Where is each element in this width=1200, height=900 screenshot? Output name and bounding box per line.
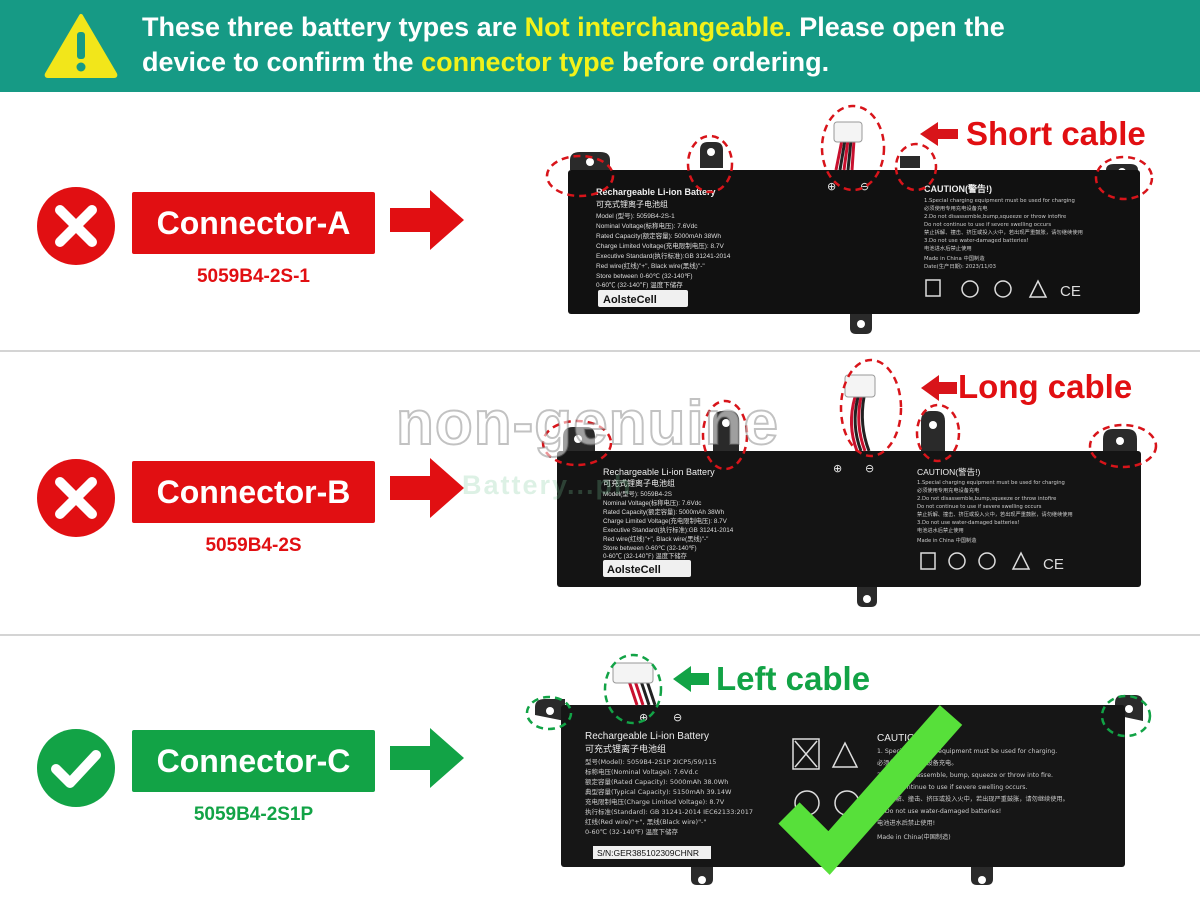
banner-highlight-connector-type: connector type xyxy=(421,47,615,77)
battery-c-image: ⊕ ⊖ Rechargeable Li-ion Battery 可充式锂离子电池… xyxy=(525,653,1152,885)
battery-c-caution-line: 禁止拆解、撞击、挤压或投入火中，若出现严重鼓胀，请勿继续使用。 xyxy=(877,795,1069,803)
battery-b-caution-line: 电池进水后禁止使用 xyxy=(917,526,964,534)
battery-a-spec: Model (型号): 5059B4-2S-1 xyxy=(596,211,675,220)
svg-text:⊖: ⊖ xyxy=(860,180,869,193)
battery-a-caution-line: 2.Do not disassemble,bump,squeeze or thr… xyxy=(924,214,1066,220)
svg-text:⊕: ⊕ xyxy=(827,180,836,193)
battery-b-caution-title: CAUTION(警告!) xyxy=(917,467,980,477)
battery-b-image: ⊕ ⊖ Rechargeable Li-ion Battery 可充式锂离子电池… xyxy=(541,358,1158,607)
battery-c-spec: 红线(Red wire)"+", 黑线(Black wire)"-" xyxy=(585,817,706,826)
battery-c-caution-line: 3. Do not use water-damaged batteries! xyxy=(877,808,1001,815)
battery-a-caution-line: 禁止拆解、撞击、挤压或投入火中，若出现严重鼓胀，请勿继续使用 xyxy=(924,228,1083,236)
connector-b-label: Connector-B xyxy=(132,461,375,523)
left-cable-label: Left cable xyxy=(716,660,871,697)
battery-a-caution-line: 3.Do not use water-damaged batteries! xyxy=(924,238,1029,244)
battery-b-spec: Executive Standard(执行标准):GB 31241-2014 xyxy=(603,525,734,534)
battery-c-title: Rechargeable Li-ion Battery xyxy=(585,731,709,742)
battery-a-caution-title: CAUTION(警告!) xyxy=(924,183,992,194)
connector-b-model: 5059B4-2S xyxy=(205,535,302,556)
battery-b-spec: Store between 0-60℃ (32-140℉) xyxy=(603,545,697,552)
short-cable-label: Short cable xyxy=(966,115,1146,152)
battery-a-certification-icons xyxy=(925,279,1048,298)
battery-b-caution-line: 禁止拆解、撞击、挤压或投入火中，若出现严重鼓胀，请勿继续使用 xyxy=(917,510,1073,518)
battery-a-spec: Red wire(红线)"+", Black wire(黑线)"-" xyxy=(596,261,705,270)
section-divider xyxy=(0,634,1200,636)
battery-a-date: Date(生产日期): 2023/11/03 xyxy=(924,262,996,270)
connector-c-model: 5059B4-2S1P xyxy=(193,804,314,825)
battery-c-serial: S/N:GER38510230​9CHNR xyxy=(597,848,699,858)
battery-a-spec: Rated Capacity(额定容量): 5000mAh 38Wh xyxy=(596,231,721,240)
battery-a-spec: Charge Limited Voltage(充电限制电压): 8.7V xyxy=(596,241,725,250)
battery-b-caution-line: Do not continue to use if severe swellin… xyxy=(917,504,1042,510)
battery-b-certification-icons xyxy=(920,551,1031,570)
battery-b-spec: Red wire(红线)"+", Black wire(黑线)"-" xyxy=(603,534,708,543)
battery-b-spec: Model(型号): 5059B4-2S xyxy=(603,489,672,498)
green-check-icon xyxy=(37,729,115,807)
battery-b-title-cn: 可充式锂离子电池组 xyxy=(603,478,675,488)
battery-c-caution-line: Do not continue to use if severe swellin… xyxy=(877,784,1027,791)
connector-c-label: Connector-C xyxy=(132,730,375,792)
battery-c-caution-line: 电池进水后禁止使用! xyxy=(877,819,935,827)
right-arrow-icon xyxy=(390,728,464,788)
battery-b-spec: Rated Capacity(额定容量): 5000mAh 38Wh xyxy=(603,507,725,516)
battery-c-spec: 额定容量(Rated Capacity): 5000mAh 38.0Wh xyxy=(585,777,728,786)
svg-text:⊖: ⊖ xyxy=(865,462,874,475)
check-mark-icon xyxy=(778,705,963,875)
banner-highlight-not-interchangeable: Not interchangeable. xyxy=(524,12,792,42)
battery-a-caution-line: 电池进水后禁止使用 xyxy=(924,244,972,252)
battery-b-title: Rechargeable Li-ion Battery xyxy=(603,467,715,477)
battery-c-caution-line: 1. Special charging equipment must be us… xyxy=(877,748,1057,755)
battery-b-made-in: Made in China 中国制造 xyxy=(917,536,977,544)
red-x-icon xyxy=(37,187,115,265)
battery-a-spec: Nominal Voltage(标称电压): 7.6Vdc xyxy=(596,221,698,230)
battery-c-spec: 充电限制电压(Charge Limited Voltage): 8.7V xyxy=(585,797,725,806)
battery-b-spec: Charge Limited Voltage(充电限制电压): 8.7V xyxy=(603,516,728,525)
warning-banner: These three battery types are Not interc… xyxy=(0,0,1200,92)
right-arrow-icon xyxy=(390,190,464,250)
battery-c-spec: 典型容量(Typical Capacity): 5150mAh 39.14W xyxy=(585,787,732,796)
right-arrow-icon xyxy=(390,458,464,518)
long-cable-label: Long cable xyxy=(958,368,1133,405)
battery-a-spec: Store between 0-60℃ (32-140℉) xyxy=(596,273,693,280)
section-divider xyxy=(0,350,1200,352)
battery-a-caution-line: Do not continue to use if severe swellin… xyxy=(924,222,1051,228)
battery-b-caution-line: 1.Special charging equipment must be use… xyxy=(917,480,1065,486)
svg-text:⊖: ⊖ xyxy=(673,711,682,724)
watermark: non-genuine xyxy=(395,388,779,459)
battery-b-caution-line: 2.Do not disassemble,bump,squeeze or thr… xyxy=(917,496,1056,502)
battery-b-spec: 0-60℃ (32-140℉) 温度下储存 xyxy=(603,551,688,560)
warning-triangle-icon xyxy=(44,14,118,78)
svg-text:⊕: ⊕ xyxy=(639,711,648,724)
battery-b-caution-line: 必须使用专用充电设备充电 xyxy=(917,486,979,494)
battery-a-title-cn: 可充式锂离子电池组 xyxy=(596,199,668,209)
battery-a-image: ⊕ ⊖ Rechargeable Li-ion Battery 可充式锂离子电池… xyxy=(545,104,1154,334)
connector-a-model: 5059B4-2S-1 xyxy=(196,266,311,287)
watermark-sub: Battery...ph xyxy=(462,470,633,500)
battery-b-spec: Nominal Voltage(标称电压): 7.6Vdc xyxy=(603,498,701,507)
battery-c-caution-line: 2. Do not disassemble, bump, squeeze or … xyxy=(877,772,1053,779)
svg-text:CE: CE xyxy=(1043,556,1064,573)
battery-b-caution-line: 3.Do not use water-damaged batteries! xyxy=(917,520,1019,526)
battery-a-caution-line: 必须使用专用充电设备充电 xyxy=(924,204,988,212)
connector-a-label: Connector-A xyxy=(132,192,375,254)
red-x-icon xyxy=(37,459,115,537)
svg-text:CE: CE xyxy=(1060,283,1081,300)
battery-c-caution-title: CAUTION xyxy=(877,733,922,744)
battery-c-spec: 0-60℃ (32-140℉) 温度下储存 xyxy=(585,827,678,836)
battery-a-title: Rechargeable Li-ion Battery xyxy=(596,187,716,197)
battery-c-spec: 标称电压(Nominal Voltage): 7.6Vd.c xyxy=(585,767,699,776)
svg-text:⊕: ⊕ xyxy=(833,462,842,475)
battery-c-spec: 型号(Model): 5059B4-2S1P 2ICP5/59/115 xyxy=(585,757,716,766)
battery-a-spec: 0-60℃ (32-140℉) 温度下储存 xyxy=(596,280,683,289)
battery-a-brand: AolsteCell xyxy=(603,294,657,306)
battery-a-caution-line: 1.Special charging equipment must be use… xyxy=(924,198,1075,204)
battery-c-spec: 执行标准(Standard): GB 31241-2014 IEC62133:2… xyxy=(585,807,753,816)
battery-c-made-in: Made in China(中国制造) xyxy=(877,833,951,841)
banner-message: These three battery types are Not interc… xyxy=(142,12,1005,77)
battery-c-title-cn: 可充式锂离子电池组 xyxy=(585,743,666,755)
battery-a-made-in: Made in China 中国制造 xyxy=(924,254,985,262)
battery-a-spec: Executive Standard(执行标准):GB 31241-2014 xyxy=(596,251,731,260)
battery-b-brand: AolsteCell xyxy=(607,564,661,576)
